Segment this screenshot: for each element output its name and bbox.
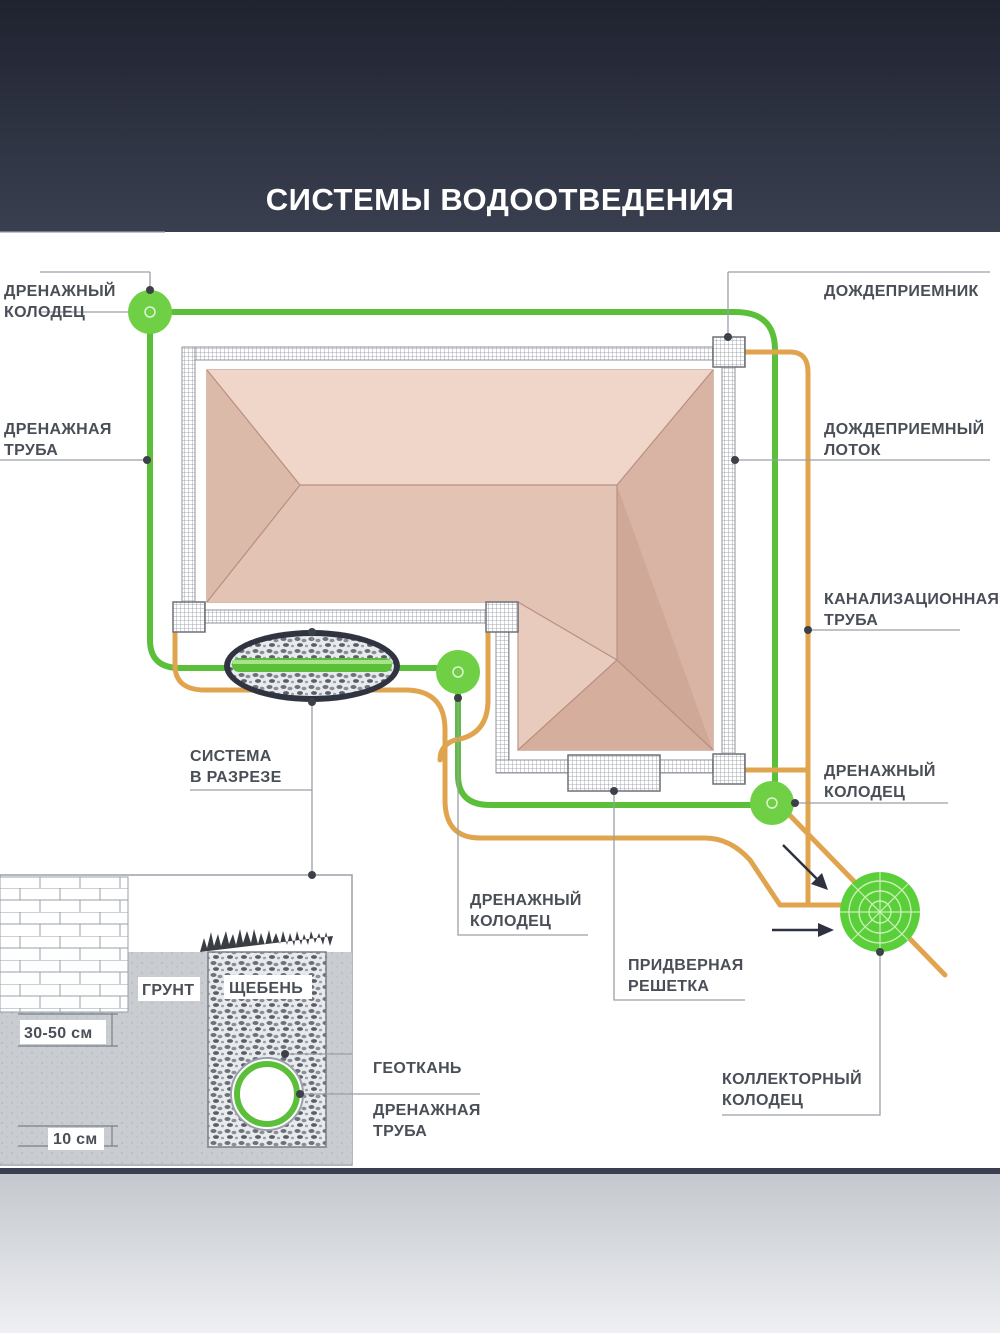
label-section-line1: СИСТЕМА bbox=[190, 748, 272, 765]
label-section-line2: В РАЗРЕЗЕ bbox=[190, 769, 282, 786]
floor-band bbox=[0, 1172, 1000, 1333]
label-drain-pipe-line2: ТРУБА bbox=[4, 442, 58, 459]
leader-dots bbox=[143, 286, 884, 1098]
label-drain-pipe-line1: ДРЕНАЖНАЯ bbox=[4, 421, 112, 438]
drain-well-top bbox=[128, 290, 172, 334]
house-roof bbox=[206, 369, 714, 751]
label-drain-well-mid-line1: ДРЕНАЖНЫЙ bbox=[470, 890, 582, 909]
label-rain-tray-line2: ЛОТОК bbox=[824, 442, 881, 459]
drain-well-right bbox=[750, 781, 794, 825]
label-section-pipe-line1: ДРЕНАЖНАЯ bbox=[373, 1102, 481, 1119]
section-bulge bbox=[224, 630, 400, 702]
label-depth: 30-50 см bbox=[24, 1025, 93, 1042]
label-collector-line2: КОЛОДЕЦ bbox=[722, 1092, 803, 1109]
door-grate bbox=[567, 754, 661, 792]
label-drain-well-mid-line2: КОЛОДЕЦ bbox=[470, 913, 551, 930]
label-door-grate-line1: ПРИДВЕРНАЯ bbox=[628, 957, 744, 974]
label-rain-inlet: ДОЖДЕПРИЕМНИК bbox=[824, 283, 979, 300]
label-drain-well-top-line2: КОЛОДЕЦ bbox=[4, 304, 85, 321]
label-door-grate-line2: РЕШЕТКА bbox=[628, 978, 709, 995]
soil-label-bg bbox=[138, 977, 200, 1001]
leader-lines bbox=[0, 231, 990, 1116]
gravel-label-bg bbox=[224, 975, 312, 999]
drain-well-mid bbox=[436, 650, 480, 694]
page-title: СИСТЕМЫ ВОДООТВЕДЕНИЯ bbox=[266, 182, 735, 217]
label-gravel: ЩЕБЕНЬ bbox=[229, 980, 303, 997]
label-geotextile: ГЕОТКАНЬ bbox=[373, 1060, 462, 1077]
collector-well bbox=[840, 872, 920, 952]
label-rain-tray-line1: ДОЖДЕПРИЕМНЫЙ bbox=[824, 419, 984, 438]
label-drain-well-top-line1: ДРЕНАЖНЫЙ bbox=[4, 281, 116, 300]
label-section-pipe-line2: ТРУБА bbox=[373, 1123, 427, 1140]
label-collector-line1: КОЛЛЕКТОРНЫЙ bbox=[722, 1069, 862, 1088]
sewer-pipes bbox=[172, 349, 948, 978]
label-drain-well-right-line2: КОЛОДЕЦ bbox=[824, 784, 905, 801]
label-drain-well-right-line1: ДРЕНАЖНЫЙ bbox=[824, 761, 936, 780]
panel-bottom-edge bbox=[0, 1168, 1000, 1174]
label-bed: 10 см bbox=[53, 1131, 97, 1148]
label-sewer-pipe-line2: ТРУБА bbox=[824, 612, 878, 629]
header-band bbox=[0, 0, 1000, 232]
flow-arrow-icons bbox=[772, 844, 834, 937]
label-soil: ГРУНТ bbox=[142, 982, 194, 999]
depth-label-bg bbox=[20, 1020, 106, 1044]
label-sewer-pipe-line1: КАНАЛИЗАЦИОННАЯ bbox=[824, 591, 999, 608]
bed-label-bg bbox=[48, 1128, 104, 1150]
